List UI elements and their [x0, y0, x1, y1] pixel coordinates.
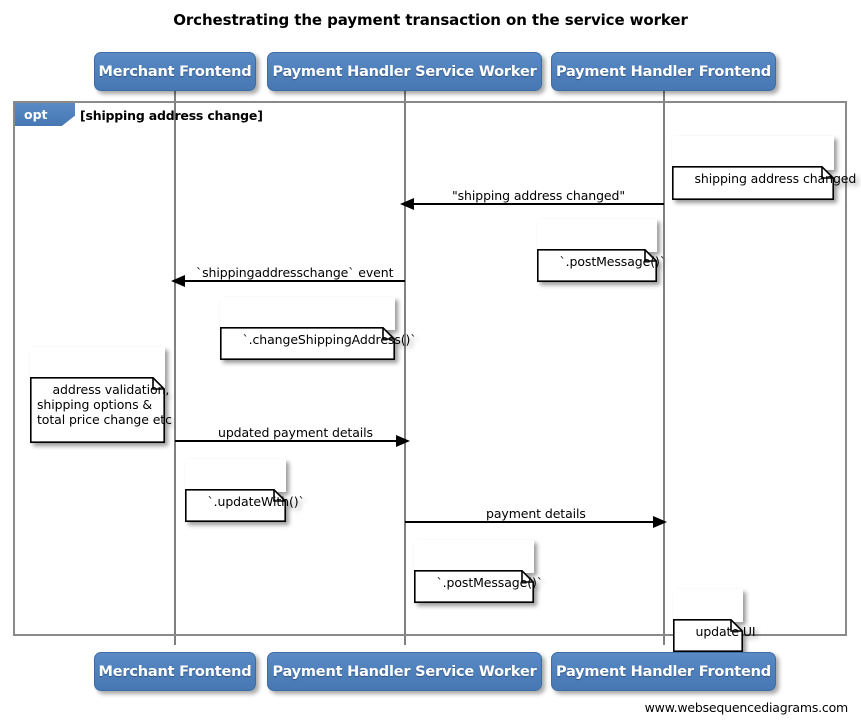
note-text: address validation, shipping options & t… — [37, 382, 172, 427]
note-text: shipping address changed — [694, 171, 857, 186]
note-text: update UI — [695, 624, 756, 639]
fragment-opt-guard: [shipping address change] — [80, 108, 263, 123]
message-label-updated-payment-details: updated payment details — [218, 425, 373, 440]
note-shape — [672, 136, 834, 200]
note-update-with: `.updateWith()` — [185, 459, 305, 522]
actor-top-payment-handler-frontend[interactable]: Payment Handler Frontend — [551, 52, 776, 91]
arrowhead-shipping-address-changed — [400, 198, 414, 210]
actor-label: Merchant Frontend — [98, 63, 252, 80]
lifeline-payment-handler-service-worker — [404, 90, 406, 645]
note-shape — [30, 347, 165, 443]
note-post-message-1: `.postMessage()` — [537, 219, 666, 282]
actor-top-merchant-frontend[interactable]: Merchant Frontend — [94, 52, 256, 91]
actor-label: Merchant Frontend — [98, 663, 252, 680]
actor-label: Payment Handler Frontend — [556, 663, 771, 680]
arrowhead-shippingaddresschange-event — [171, 275, 185, 287]
arrowhead-updated-payment-details — [396, 435, 410, 447]
note-shape — [185, 459, 286, 522]
actor-label: Payment Handler Frontend — [556, 63, 771, 80]
actor-bottom-merchant-frontend[interactable]: Merchant Frontend — [94, 652, 256, 691]
lifeline-payment-handler-frontend — [663, 90, 665, 645]
actor-label: Payment Handler Service Worker — [272, 663, 537, 680]
page-title: Orchestrating the payment transaction on… — [173, 11, 688, 29]
note-shape — [220, 297, 395, 360]
note-update-ui: update UI — [673, 589, 756, 652]
note-shape — [673, 589, 743, 652]
message-label-shippingaddresschange-event: `shippingaddresschange` event — [196, 265, 394, 280]
note-text: `.postMessage()` — [436, 575, 544, 590]
lifeline-merchant-frontend — [174, 90, 176, 645]
note-shape — [414, 540, 534, 603]
note-address-validation: address validation, shipping options & t… — [30, 347, 172, 443]
actor-bottom-payment-handler-frontend[interactable]: Payment Handler Frontend — [551, 652, 776, 691]
actor-bottom-payment-handler-service-worker[interactable]: Payment Handler Service Worker — [267, 652, 542, 691]
message-label-shipping-address-changed: "shipping address changed" — [452, 188, 625, 203]
note-shape — [537, 219, 657, 282]
message-label-payment-details: payment details — [486, 506, 586, 521]
note-change-shipping-address: `.changeShippingAddress()` — [220, 297, 417, 360]
actor-label: Payment Handler Service Worker — [272, 63, 537, 80]
fragment-opt — [13, 101, 847, 636]
message-line-updated-payment-details — [175, 440, 397, 442]
arrowhead-payment-details — [653, 516, 667, 528]
note-text: `.updateWith()` — [207, 494, 305, 509]
note-post-message-2: `.postMessage()` — [414, 540, 543, 603]
message-line-shippingaddresschange-event — [183, 280, 405, 282]
fragment-opt-tag: opt — [15, 103, 75, 126]
actor-top-payment-handler-service-worker[interactable]: Payment Handler Service Worker — [267, 52, 542, 91]
note-shipping-address-changed: shipping address changed — [672, 136, 856, 200]
note-text: `.postMessage()` — [559, 254, 667, 269]
message-line-payment-details — [405, 521, 656, 523]
message-line-shipping-address-changed — [412, 203, 664, 205]
footer-attribution: www.websequencediagrams.com — [644, 700, 849, 715]
fragment-opt-tag-label: opt — [24, 107, 48, 122]
note-text: `.changeShippingAddress()` — [242, 332, 417, 347]
